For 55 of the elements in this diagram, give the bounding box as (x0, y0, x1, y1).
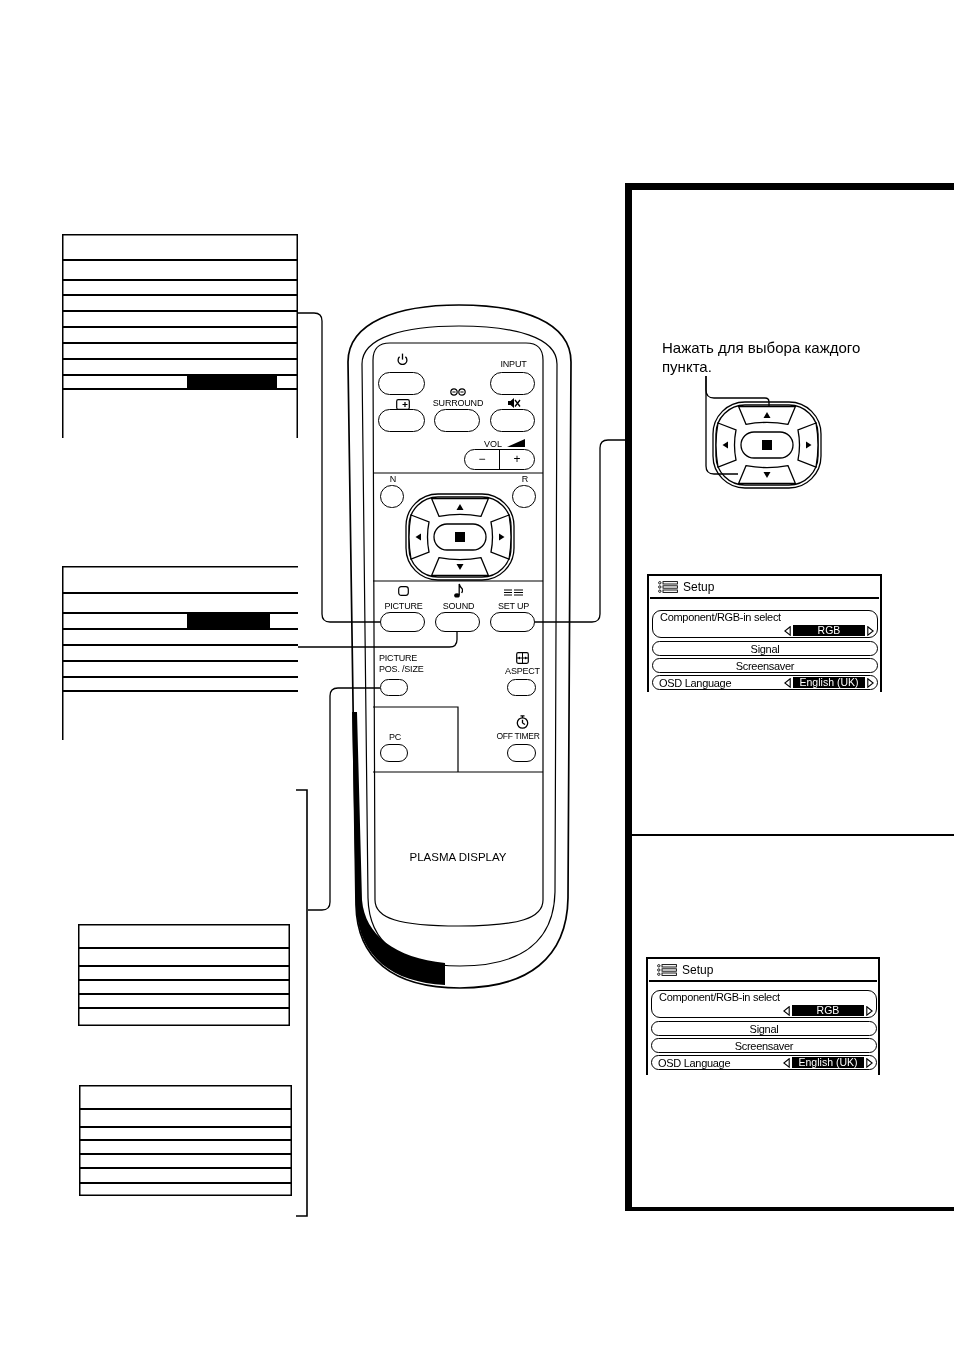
device-label: PLASMA DISPLAY (409, 850, 507, 864)
menu-item-label: Signal (750, 642, 780, 655)
volume-up-label: + (512, 451, 522, 468)
menu-row (652, 641, 878, 656)
menu-title: Setup (682, 963, 714, 977)
button-label: OFF TIMER (496, 730, 540, 742)
selected-value: English (UK) (793, 677, 865, 688)
menu-item-label: Signal (749, 1022, 779, 1035)
button-label: N (389, 473, 397, 485)
button-label: INPUT (500, 358, 527, 370)
button-label: SOUND (442, 600, 475, 612)
button-label: ASPECT (505, 665, 540, 677)
bracket (296, 789, 308, 1217)
menu-row (652, 658, 878, 673)
menu-item-label: Component/RGB-in select (659, 991, 780, 1004)
leader-line (705, 375, 739, 475)
menu-item-label: OSD Language (659, 676, 732, 689)
button-label: PICTURE POS. /SIZE (379, 653, 425, 675)
panel-frame (625, 836, 954, 1211)
menu-screen (647, 574, 882, 692)
button-label: SET UP (497, 600, 530, 612)
menu-item-label: Component/RGB-in select (660, 611, 781, 624)
menu-table (79, 1085, 292, 1196)
menu-screen (646, 957, 880, 1075)
menu-table (62, 234, 298, 438)
selected-value: RGB (792, 1005, 864, 1016)
panel-frame (625, 183, 954, 836)
selected-value: RGB (793, 625, 865, 636)
leader-line (534, 439, 626, 623)
menu-item-label: OSD Language (658, 1056, 731, 1069)
button-label: SURROUND (432, 397, 484, 409)
up-arrow-key (431, 498, 489, 517)
volume-down-label: − (465, 450, 500, 469)
menu-item-label: Screensaver (735, 659, 795, 672)
menu-row (651, 1021, 877, 1036)
menu-row (652, 675, 878, 690)
menu-row (651, 1038, 877, 1053)
menu-title: Setup (683, 580, 715, 594)
leader-line (297, 312, 381, 623)
button-label: R (521, 473, 529, 485)
leader-line (307, 687, 381, 911)
button-label: PC (388, 731, 402, 743)
menu-table (78, 924, 290, 1026)
menu-table (62, 566, 298, 740)
button-label: PICTURE (384, 600, 423, 612)
down-arrow-key (431, 557, 489, 576)
up-arrow-key (738, 406, 796, 425)
selected-value: English (UK) (792, 1057, 864, 1068)
menu-row (651, 1055, 877, 1070)
menu-row (651, 990, 877, 1018)
menu-item-label: Screensaver (734, 1039, 794, 1052)
down-arrow-key (738, 465, 796, 484)
instruction-text: Нажать для выбора каждого пункта. (662, 338, 894, 376)
menu-row (652, 610, 878, 638)
button-label: VOL (484, 438, 502, 450)
